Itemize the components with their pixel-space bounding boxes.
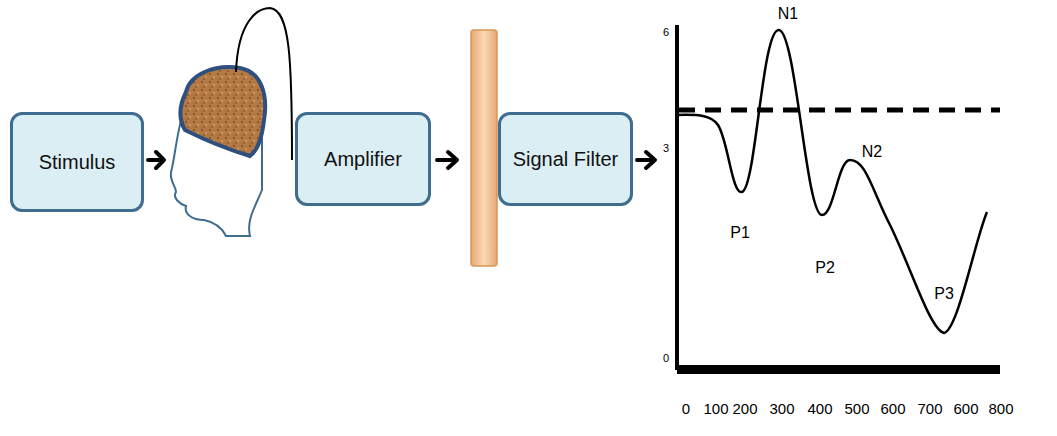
process-box: Signal Filter [498,112,633,206]
x-tick-label: 500 [844,400,869,417]
process-box: Stimulus [10,112,144,212]
peak-label: P3 [934,285,954,303]
filter-bar [471,30,497,266]
head-figure [171,8,292,236]
box-label: Signal Filter [513,148,619,171]
y-tick-label: 3 [663,142,669,154]
process-box: Amplifier [295,112,431,206]
peak-label: N1 [778,5,798,23]
peak-label: N2 [862,143,882,161]
box-label: Stimulus [39,151,116,174]
box-label: Amplifier [324,148,402,171]
peak-label: P1 [730,224,750,242]
x-tick-label: 800 [988,400,1013,417]
erp-chart [677,25,1000,374]
x-tick-label: 300 [769,400,794,417]
y-tick-label: 0 [663,352,669,364]
x-tick-label: 600 [880,400,905,417]
x-tick-label: 400 [807,400,832,417]
peak-label: P2 [815,259,835,277]
x-tick-label: 600 [953,400,978,417]
y-tick-label: 6 [663,26,669,38]
x-tick-label: 0 [682,400,690,417]
x-tick-label: 700 [917,400,942,417]
x-tick-label: 200 [732,400,757,417]
x-tick-label: 100 [703,400,728,417]
